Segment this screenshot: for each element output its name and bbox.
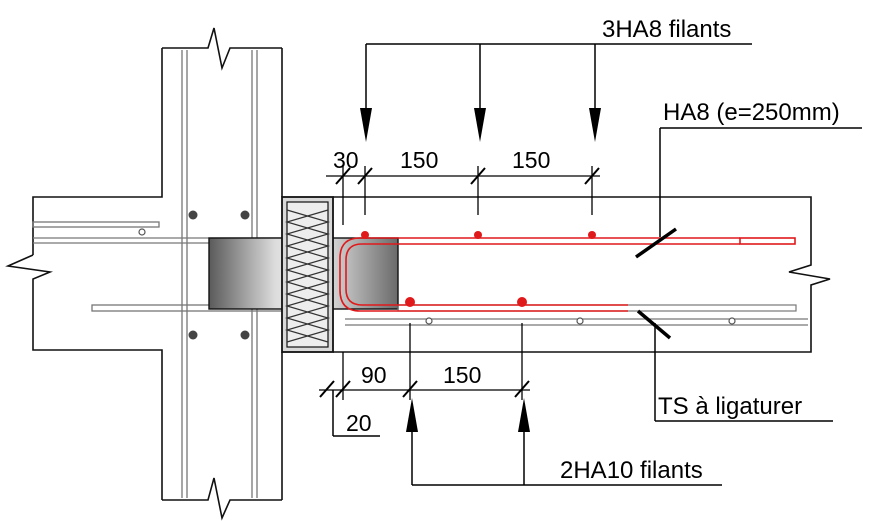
arrow-up-icon <box>406 398 418 432</box>
wall-bar-dot <box>188 210 198 220</box>
dim-top-150-a: 150 <box>400 147 438 173</box>
arrowheads <box>360 108 601 432</box>
arrow-up-icon <box>518 398 530 432</box>
top-bar-extension <box>739 237 796 245</box>
balcony-slab-edge <box>333 196 831 353</box>
mesh-dot <box>576 317 584 325</box>
balcony-mesh-lines <box>345 318 808 326</box>
wall-top-break-line <box>162 27 282 71</box>
top-rebar-dot <box>474 231 482 239</box>
u-stirrup-outer <box>339 237 740 312</box>
dim-tick <box>319 380 335 398</box>
bottom-rebar-dot <box>517 297 527 307</box>
mesh-tick <box>636 309 672 340</box>
wall-bar-dot <box>240 330 250 340</box>
mesh-label: TS à ligaturer <box>658 393 802 420</box>
wall-left-edge-upper <box>32 48 163 255</box>
top-bars-label: 3HA8 filants <box>602 16 731 43</box>
dim-tick <box>514 380 530 398</box>
red-rebar <box>339 237 796 312</box>
bottom-bars-label: 2HA10 filants <box>560 457 703 484</box>
dim-tick <box>357 167 373 185</box>
insulation-zigzag <box>284 209 331 343</box>
wall-bottom-break-line <box>162 477 282 521</box>
dim-top-30: 30 <box>333 147 359 173</box>
mesh-cross-dots <box>425 317 736 325</box>
dim-small-20: 20 <box>346 410 372 436</box>
left-slab-top-bar <box>32 221 160 228</box>
dim-tick <box>470 167 486 185</box>
stirrup-tick <box>634 227 678 259</box>
insulation-inner <box>286 201 329 348</box>
stirrup-label: HA8 (e=250mm) <box>663 99 840 126</box>
top-rebar-dot <box>588 231 596 239</box>
mesh-dot <box>425 317 433 325</box>
dim-bottom-90: 90 <box>361 362 387 388</box>
bottom-dimension-chain <box>319 323 530 400</box>
arrow-down-icon <box>360 108 372 142</box>
mesh-dot <box>728 317 736 325</box>
wall-bar-dot <box>240 210 250 220</box>
wall-bar-dots <box>188 210 250 340</box>
left-slab-mesh-dot <box>138 228 146 236</box>
arrow-down-icon <box>474 108 486 142</box>
rebar-dots <box>361 231 596 307</box>
lower-bar-extension <box>397 304 797 312</box>
top-dimension-chain <box>326 166 600 225</box>
balcony-slab-outline <box>333 196 831 353</box>
dim-tick <box>335 380 351 398</box>
dim-tick <box>335 167 351 185</box>
wall-bar-dot <box>188 330 198 340</box>
u-stirrup-inner <box>345 243 740 306</box>
top-rebar-dot <box>361 231 369 239</box>
slab-left-break-line <box>5 254 163 500</box>
dim-tick <box>584 167 600 185</box>
insulation-panel <box>281 196 334 353</box>
dim-top-150-b: 150 <box>512 147 550 173</box>
arrow-down-icon <box>589 108 601 142</box>
dim-bottom-150: 150 <box>443 362 481 388</box>
annotation-lines <box>332 43 862 486</box>
dim-tick <box>402 380 418 398</box>
bottom-rebar-dot <box>405 297 415 307</box>
